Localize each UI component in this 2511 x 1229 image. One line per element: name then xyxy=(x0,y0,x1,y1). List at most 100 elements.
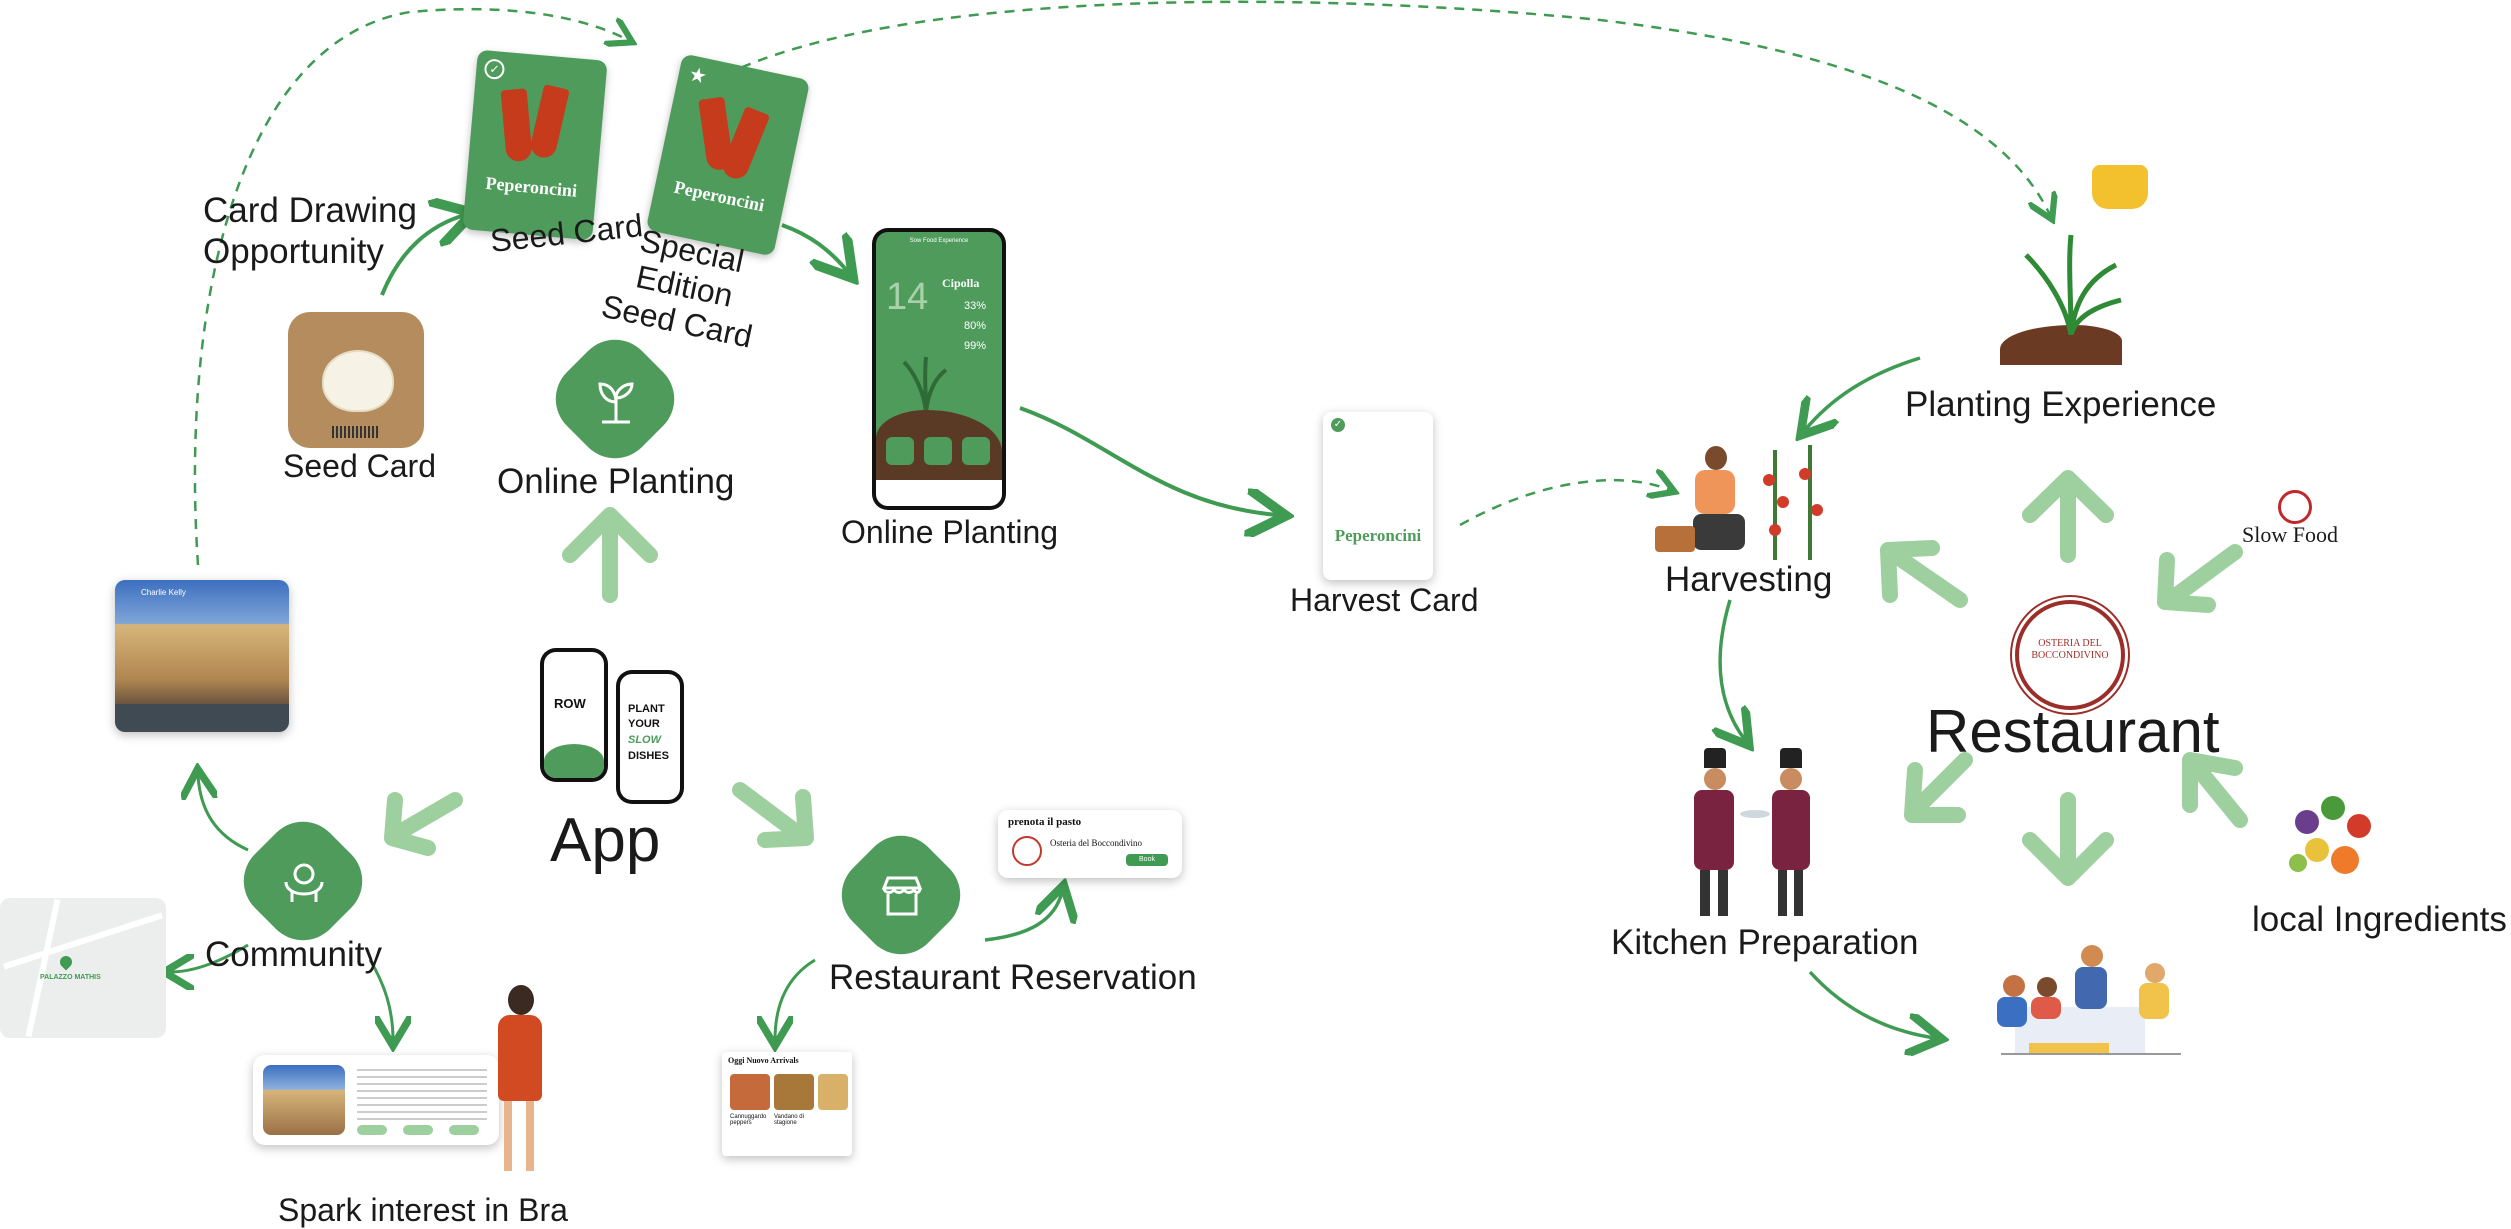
photo-image xyxy=(115,580,289,704)
big-arrow-down-restaurant xyxy=(2022,792,2114,886)
restaurant-label: Restaurant xyxy=(1926,698,2220,765)
big-arrow-dl-restaurant xyxy=(1904,752,1973,823)
reservation-card[interactable]: prenota il pasto Osteria del Boccondivin… xyxy=(998,810,1182,878)
photo-user: Charlie Kelly xyxy=(141,588,186,597)
arrow-to-photo xyxy=(198,775,249,852)
watering-can-icon xyxy=(2092,165,2148,209)
action-tile[interactable] xyxy=(962,437,990,465)
onion-icon xyxy=(322,350,394,412)
arrow-to-dining xyxy=(1808,970,1935,1038)
big-arrow-in-ingredients xyxy=(2182,752,2248,828)
harvest-card-label: Harvest Card xyxy=(1290,582,1479,618)
arrow-to-harvest-card xyxy=(1019,406,1278,515)
big-arrow-left-app xyxy=(384,792,463,856)
arrow-to-post xyxy=(368,959,393,1040)
app-brand: ROW xyxy=(554,696,586,711)
map-place: PALAZZO MATHIS xyxy=(40,974,101,981)
seed-card-peperoncini[interactable]: ✓ Peperoncini xyxy=(462,49,608,241)
app-phone-1[interactable]: ROW xyxy=(540,648,608,782)
dashed-arc-right xyxy=(724,0,2050,215)
menu-title: Oggi Nuovo Arrivals xyxy=(728,1056,799,1065)
map-road xyxy=(25,898,61,1038)
planting-experience-label: Planting Experience xyxy=(1905,385,2217,424)
dish-2: Vandano di stagione xyxy=(774,1114,804,1126)
dish-1: Cannuggardo peppers xyxy=(730,1114,767,1126)
dining-illustration xyxy=(1985,945,2190,1060)
card-title: Peperoncini xyxy=(672,176,767,216)
seed-card-left-label: Seed Card xyxy=(283,448,436,484)
local-ingredients-illustration xyxy=(2285,790,2381,886)
spark-post-card[interactable] xyxy=(253,1055,499,1145)
menu-card[interactable]: Oggi Nuovo Arrivals Cannuggardo peppers … xyxy=(722,1052,852,1156)
card-drawing-label: Card Drawing Opportunity xyxy=(203,191,417,271)
kitchen-preparation-label: Kitchen Preparation xyxy=(1611,923,1919,962)
spark-post-image xyxy=(263,1065,345,1135)
temperature-value: 14 xyxy=(886,276,929,318)
arrow-to-reservation xyxy=(984,892,1062,942)
spark-interest-label: Spark interest in Bra xyxy=(278,1192,568,1228)
like-button[interactable] xyxy=(357,1125,387,1135)
phone-header: Sow Food Experience xyxy=(909,238,969,244)
dish-image xyxy=(818,1074,848,1110)
big-arrow-ul-restaurant xyxy=(1880,540,1968,608)
harvesting-label: Harvesting xyxy=(1665,560,1833,599)
check-icon: ✓ xyxy=(483,58,506,81)
stat-2: 80% xyxy=(964,320,987,332)
local-ingredients-label: local Ingredients xyxy=(2252,900,2507,939)
store-icon xyxy=(874,868,930,924)
kitchen-preparation-illustration xyxy=(1680,748,1830,918)
big-arrow-up-restaurant xyxy=(2022,470,2114,563)
phone-tabbar[interactable] xyxy=(876,480,1002,506)
restaurant-logo-text: OSTERIA DEL BOCCONDIVINO xyxy=(2031,638,2109,661)
planting-experience-illustration xyxy=(2000,165,2150,370)
dashed-arc-left xyxy=(193,7,628,566)
dish-image xyxy=(774,1074,814,1110)
reservation-title: prenota il pasto xyxy=(1008,816,1082,828)
reservation-venue: Osteria del Boccondivino xyxy=(1050,838,1142,848)
pepper-icon xyxy=(528,84,570,161)
harvest-card[interactable]: ✓ Peperoncini xyxy=(1323,412,1433,580)
restaurant-reservation-label: Restaurant Reservation xyxy=(829,958,1197,997)
onion-seed-card[interactable] xyxy=(288,312,424,448)
book-button[interactable]: Book xyxy=(1126,854,1168,866)
arrow-to-phone xyxy=(781,223,848,272)
community-icon xyxy=(276,854,332,910)
comment-button[interactable] xyxy=(403,1125,433,1135)
app-label: App xyxy=(550,806,661,875)
map-snippet[interactable]: PALAZZO MATHIS xyxy=(0,898,166,1038)
slogan-3: SLOW xyxy=(628,734,661,746)
arrow-to-seed-card xyxy=(380,215,465,296)
photo-actions[interactable] xyxy=(115,704,289,732)
map-pin-icon[interactable] xyxy=(57,953,75,971)
planting-phone[interactable]: Sow Food Experience 14 Cipolla 33% 80% 9… xyxy=(872,228,1006,510)
woman-with-phone-illustration xyxy=(480,985,560,1185)
community-label: Community xyxy=(205,935,382,974)
slogan-1: PLANT xyxy=(628,703,665,715)
card-title: Peperoncini xyxy=(484,172,578,201)
online-planting-phone-label: Online Planting xyxy=(841,514,1059,550)
soil xyxy=(2000,325,2122,365)
arrow-to-map xyxy=(170,943,249,972)
dish-image xyxy=(730,1074,770,1110)
action-tile[interactable] xyxy=(924,437,952,465)
arrow-to-harvesting xyxy=(1805,356,1921,430)
arrow-to-kitchen xyxy=(1720,599,1745,740)
app-phone-2[interactable]: PLANT YOUR SLOW DISHES xyxy=(616,670,684,804)
plant-name: Cipolla xyxy=(942,276,980,290)
pepper-icon xyxy=(1323,412,1432,418)
check-icon: ✓ xyxy=(1331,418,1345,432)
big-arrow-up-app xyxy=(562,507,658,603)
snail-icon xyxy=(2278,490,2312,524)
photo-post-card[interactable]: Charlie Kelly xyxy=(115,580,289,732)
plant-illustration xyxy=(896,352,956,413)
share-button[interactable] xyxy=(449,1125,479,1135)
harvesting-illustration xyxy=(1655,440,1845,560)
star-icon: ★ xyxy=(686,63,709,89)
action-tile[interactable] xyxy=(886,437,914,465)
map-road xyxy=(3,912,163,970)
sprout-icon xyxy=(588,372,644,428)
barcode-icon xyxy=(332,426,380,438)
big-arrow-in-slowfood xyxy=(2157,544,2243,613)
harvest-card-title: Peperoncini xyxy=(1334,526,1422,545)
